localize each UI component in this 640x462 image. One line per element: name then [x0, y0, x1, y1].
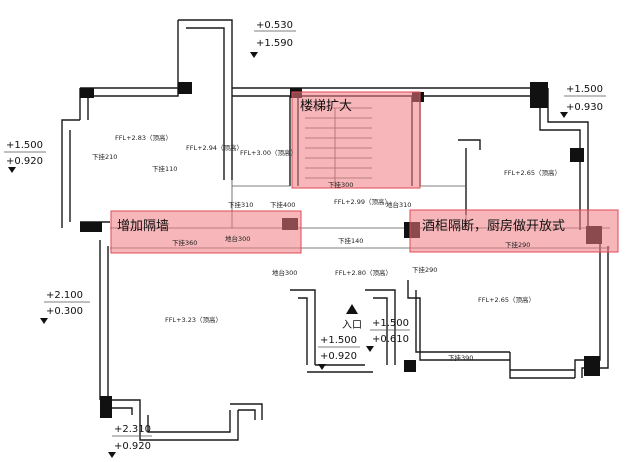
- level-left-lower: +0.920: [6, 156, 43, 167]
- level-markers: +0.530 +1.590 +1.500 +0.930 +1.500 +0.92…: [4, 20, 606, 458]
- label-xg290a: 下挂290: [505, 240, 530, 249]
- label-xg360: 下挂360: [172, 238, 197, 247]
- label-dt300b: 地台300: [272, 268, 297, 277]
- entrance-label: 入口: [342, 320, 362, 331]
- annotation-wall: 增加隔墙: [117, 219, 169, 234]
- added-partition-zone: [110, 210, 302, 254]
- level-left-upper: +1.500: [6, 140, 43, 151]
- walls: [61, 19, 610, 441]
- label-xg400: 下挂400: [270, 200, 295, 209]
- level-top-lower: +1.590: [256, 38, 293, 49]
- label-ffl-265a: FFL+2.65（顶高）: [504, 168, 561, 177]
- level-mid-left-upper: +2.100: [46, 290, 83, 301]
- kitchen-partition-zone: [409, 209, 619, 253]
- stair-expansion-zone: [291, 91, 421, 189]
- level-bottom-upper: +2.310: [114, 424, 151, 435]
- level-entry-right-lower: +0.610: [372, 334, 409, 345]
- level-right-upper: +1.500: [566, 84, 603, 95]
- level-top-upper: +0.530: [256, 20, 293, 31]
- label-ffl-300: FFL+3.00（顶高）: [240, 148, 297, 157]
- label-xg210: 下挂210: [92, 152, 117, 161]
- label-xg290b: 下挂290: [412, 265, 437, 274]
- label-ffl-265b: FFL+2.65（顶高）: [478, 295, 535, 304]
- label-xg110: 下挂110: [152, 164, 177, 173]
- level-bottom-lower: +0.920: [114, 441, 151, 452]
- level-entry-left-lower: +0.920: [320, 351, 357, 362]
- label-xg300: 下挂300: [328, 180, 353, 189]
- label-xg390: 下挂390: [448, 353, 473, 362]
- annotation-stair: 楼梯扩大: [300, 99, 352, 114]
- level-entry-right-upper: +1.500: [372, 318, 409, 329]
- level-mid-left-lower: +0.300: [46, 306, 83, 317]
- label-ffl-323: FFL+3.23（顶高）: [165, 315, 222, 324]
- label-ffl-283: FFL+2.83（顶高）: [115, 133, 172, 142]
- room-labels: FFL+2.83（顶高） FFL+2.94（顶高） FFL+3.00（顶高） F…: [92, 133, 561, 362]
- level-right-lower: +0.930: [566, 102, 603, 113]
- entrance-arrow-icon: [346, 304, 358, 314]
- annotation-kitchen: 酒柜隔断，厨房做开放式: [422, 218, 565, 234]
- label-ffl-299: FFL+2.99（顶高）: [334, 197, 391, 206]
- label-ffl-294: FFL+2.94（顶高）: [186, 143, 243, 152]
- label-xg310: 下挂310: [228, 200, 253, 209]
- label-dt300a: 地台300: [225, 234, 250, 243]
- label-ffl-280: FFL+2.80（顶高）: [335, 268, 392, 277]
- label-xg140: 下挂140: [338, 236, 363, 245]
- level-entry-left-upper: +1.500: [320, 335, 357, 346]
- label-dt310: 地台310: [386, 200, 411, 209]
